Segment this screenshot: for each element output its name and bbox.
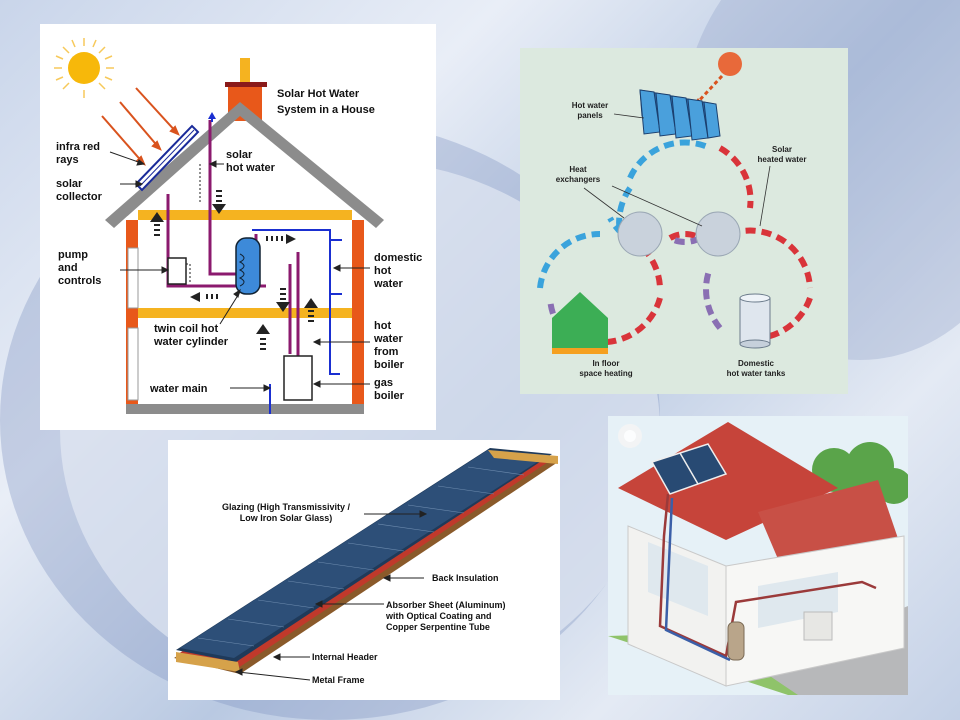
sun-icon (718, 52, 742, 76)
flat-plate-collector-diagram: Glazing (High Transmissivity / Low Iron … (168, 440, 560, 700)
label-water-main: water main (149, 383, 208, 395)
label-tanks-2: hot water tanks (727, 369, 786, 378)
heat-exchange-loop-diagram: Hot water panels Solar heated water Heat… (520, 48, 848, 394)
solar-house-diagram: Solar Hot Water System in a House infra … (40, 24, 436, 430)
label-collector-1: solar (56, 178, 83, 190)
house-illustration (608, 416, 908, 695)
hot-water-cylinder (235, 237, 261, 295)
label-solar-1: Solar (772, 145, 792, 154)
label-domestic-1: domestic (374, 252, 422, 264)
title-line-2: System in a House (277, 104, 375, 116)
label-domestic-2: hot (374, 265, 391, 277)
label-infra-2: rays (56, 154, 79, 166)
label-boiler-3: from (374, 346, 399, 358)
hot-water-panels (639, 89, 721, 141)
heat-exchanger-left (617, 211, 663, 257)
label-boiler-4: boiler (374, 359, 405, 371)
house-icon (552, 292, 608, 354)
hot-water-tank-icon (739, 293, 771, 349)
trees (812, 442, 908, 512)
label-frame: Metal Frame (312, 675, 365, 685)
label-floor-2: space heating (579, 369, 632, 378)
label-panels-2: panels (577, 111, 603, 120)
infra-red-rays (101, 87, 180, 166)
gas-boiler (283, 355, 313, 401)
label-domestic-3: water (373, 278, 403, 290)
label-absorber-3: Copper Serpentine Tube (386, 622, 490, 632)
label-hotwater-1: solar (226, 149, 253, 161)
label-hotwater-2: hot water (226, 162, 276, 174)
heat-exchanger-right (695, 211, 741, 257)
label-heat-1: Heat (569, 165, 587, 174)
hot-water-tank (727, 621, 745, 661)
label-boiler-2: water (373, 333, 403, 345)
solar-panel (650, 443, 728, 495)
label-collector-2: collector (56, 191, 103, 203)
collector-panel (174, 448, 558, 674)
label-pump-3: controls (58, 275, 101, 287)
right-wall (352, 220, 364, 404)
label-cylinder-1: twin coil hot (154, 323, 218, 335)
pump (167, 257, 187, 285)
label-header: Internal Header (312, 652, 378, 662)
label-glazing-2: Low Iron Solar Glass) (240, 513, 333, 523)
label-floor-1: In floor (592, 359, 619, 368)
label-cylinder-2: water cylinder (153, 336, 229, 348)
label-heat-2: exchangers (556, 175, 601, 184)
label-infra-1: infra red (56, 141, 100, 153)
label-gas-1: gas (374, 377, 393, 389)
solar-collector (134, 124, 200, 192)
label-absorber-1: Absorber Sheet (Aluminum) (386, 600, 506, 610)
label-gas-2: boiler (374, 390, 405, 402)
label-pump-2: and (58, 262, 78, 274)
label-pump-1: pump (58, 249, 88, 261)
sun-icon (54, 38, 114, 98)
label-absorber-2: with Optical Coating and (385, 611, 492, 621)
label-boiler-1: hot (374, 320, 391, 332)
label-solar-2: heated water (758, 155, 807, 164)
label-glazing-1: Glazing (High Transmissivity / (222, 502, 351, 512)
label-panels-1: Hot water (572, 101, 608, 110)
sun-icon (618, 424, 642, 448)
label-tanks-1: Domestic (738, 359, 775, 368)
title-line-1: Solar Hot Water (277, 88, 360, 100)
label-insulation: Back Insulation (432, 573, 499, 583)
